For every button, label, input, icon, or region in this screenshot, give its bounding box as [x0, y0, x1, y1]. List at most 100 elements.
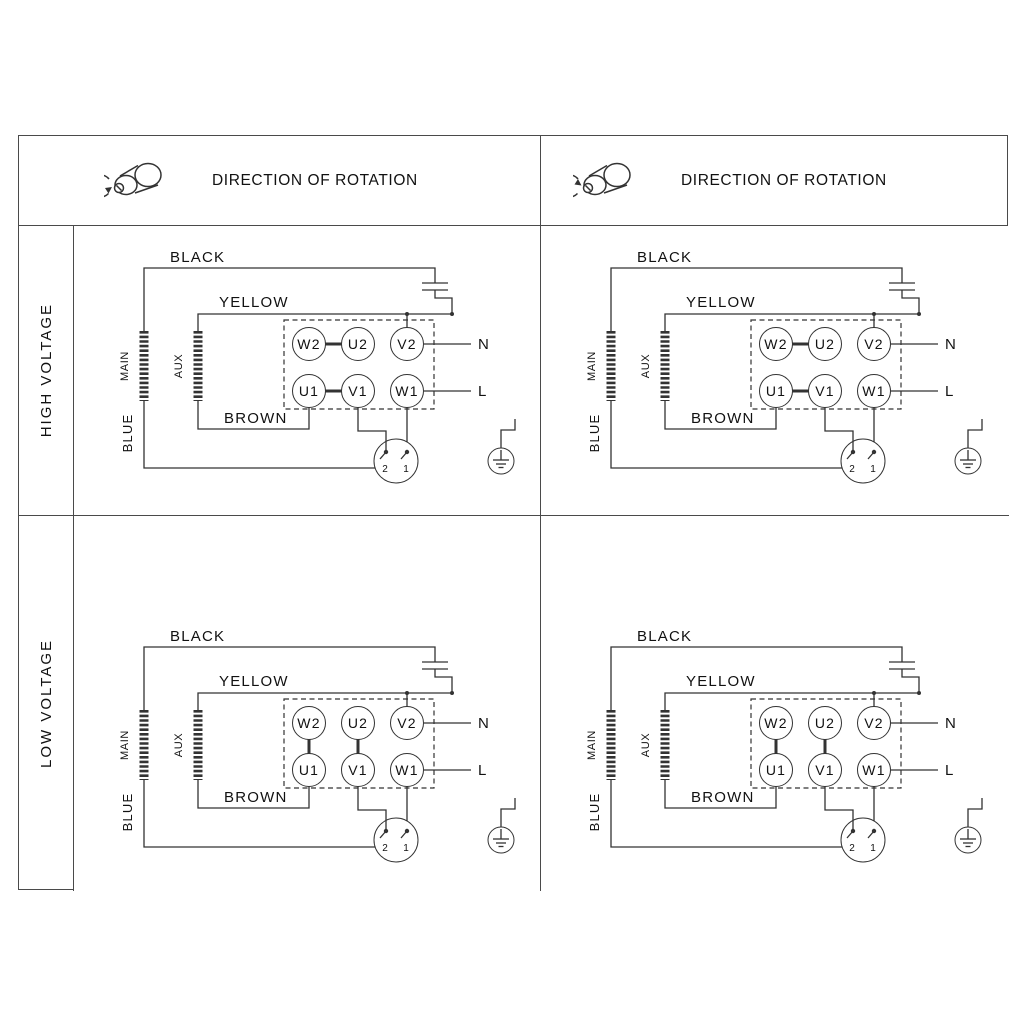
junction-dot	[872, 312, 876, 316]
terminal-label-V1: V1	[348, 762, 368, 778]
thermal-protector-icon	[840, 438, 886, 484]
terminal-V2	[857, 327, 891, 361]
motor-rotation-ccw-icon	[104, 162, 162, 197]
header-cell-left: DIRECTION OF ROTATION	[19, 136, 541, 225]
black-wire	[143, 267, 436, 331]
terminal-U2	[341, 327, 375, 361]
junction-dot	[450, 691, 454, 695]
terminal-box	[750, 319, 902, 410]
terminal-W1	[857, 753, 891, 787]
direction-of-rotation-title: DIRECTION OF ROTATION	[681, 171, 887, 189]
brown-wire	[197, 401, 310, 430]
terminal-box	[283, 319, 435, 410]
thermal-pin2-wire	[824, 786, 854, 829]
terminal-label-W2: W2	[764, 715, 787, 731]
terminal-label-V1: V1	[815, 762, 835, 778]
terminal-label-U1: U1	[766, 762, 786, 778]
terminal-V1	[808, 374, 842, 408]
terminal-W1	[390, 374, 424, 408]
black-wire	[143, 646, 436, 710]
terminal-U1	[759, 753, 793, 787]
junction-dot	[917, 691, 921, 695]
label-neutral: N	[945, 336, 957, 353]
terminal-label-U1: U1	[299, 383, 319, 399]
blue-wire	[610, 401, 842, 469]
header-cell-right: DIRECTION OF ROTATION	[541, 136, 1007, 225]
direction-of-rotation-title: DIRECTION OF ROTATION	[212, 171, 418, 189]
thermal-pin-dot	[871, 449, 877, 455]
winding-label-aux: AUX	[173, 733, 185, 757]
wire-label-black: BLACK	[170, 249, 225, 266]
winding-label-main: MAIN	[119, 351, 131, 381]
yellow-wire	[664, 313, 919, 331]
terminal-label-V2: V2	[397, 336, 417, 352]
terminal-U2	[341, 706, 375, 740]
low-voltage-label-cell: LOW VOLTAGE	[19, 516, 73, 891]
junction-dot	[405, 691, 409, 695]
black-wire	[610, 267, 903, 331]
terminal-label-U2: U2	[815, 715, 835, 731]
ground-lead-wire	[500, 798, 516, 827]
thermal-protector-icon	[840, 817, 886, 863]
diagram-frame: DIRECTION OF ROTATION	[18, 135, 1009, 891]
terminal-W2	[759, 706, 793, 740]
terminal-label-U1: U1	[299, 762, 319, 778]
winding-label-aux: AUX	[173, 354, 185, 378]
terminal-label-U1: U1	[766, 383, 786, 399]
wire-label-brown: BROWN	[224, 789, 288, 806]
terminal-V1	[341, 753, 375, 787]
terminal-V1	[341, 374, 375, 408]
ground-icon	[487, 826, 515, 854]
wire-label-black: BLACK	[170, 628, 225, 645]
yellow-wire	[197, 313, 452, 331]
row-label-low-voltage: LOW VOLTAGE	[37, 639, 55, 768]
thermal-pin-dot	[850, 449, 856, 455]
wire-label-blue: BLUE	[587, 414, 602, 453]
wire-label-blue: BLUE	[120, 793, 135, 832]
terminal-V2	[390, 706, 424, 740]
junction-dot	[450, 312, 454, 316]
capacitor-lead-wire	[434, 290, 453, 314]
terminal-label-V1: V1	[815, 383, 835, 399]
ground-icon	[954, 826, 982, 854]
wire-label-yellow: YELLOW	[686, 673, 756, 690]
terminal-U1	[292, 374, 326, 408]
winding-label-main: MAIN	[586, 351, 598, 381]
wire-label-yellow: YELLOW	[219, 673, 289, 690]
ground-lead-wire	[967, 798, 983, 827]
blue-wire	[610, 780, 842, 848]
motor-rotation-cw-icon	[573, 162, 631, 197]
capacitor-lead-wire	[901, 669, 920, 693]
wire-label-blue: BLUE	[587, 793, 602, 832]
header-row: DIRECTION OF ROTATION	[19, 136, 1007, 226]
thermal-pin-dot	[383, 828, 389, 834]
ground-lead-wire	[967, 419, 983, 448]
winding-label-aux: AUX	[640, 354, 652, 378]
terminal-label-W1: W1	[395, 762, 418, 778]
label-neutral: N	[478, 715, 490, 732]
winding-label-main: MAIN	[586, 730, 598, 760]
label-line: L	[945, 762, 955, 779]
thermal-pin-label: 2	[382, 843, 388, 854]
wire-label-blue: BLUE	[120, 414, 135, 453]
terminal-label-U2: U2	[348, 336, 368, 352]
terminal-label-W2: W2	[764, 336, 787, 352]
blue-wire	[143, 780, 375, 848]
thermal-pin-label: 1	[870, 843, 876, 854]
thermal-pin-dot	[383, 449, 389, 455]
junction-dot	[872, 691, 876, 695]
terminal-V2	[857, 706, 891, 740]
thermal-pin-label: 1	[870, 464, 876, 475]
terminal-U1	[759, 374, 793, 408]
terminal-label-W1: W1	[862, 762, 885, 778]
thermal-pin-label: 2	[382, 464, 388, 475]
thermal-pin-label: 2	[849, 464, 855, 475]
thermal-pin-label: 2	[849, 843, 855, 854]
yellow-wire	[197, 692, 452, 710]
